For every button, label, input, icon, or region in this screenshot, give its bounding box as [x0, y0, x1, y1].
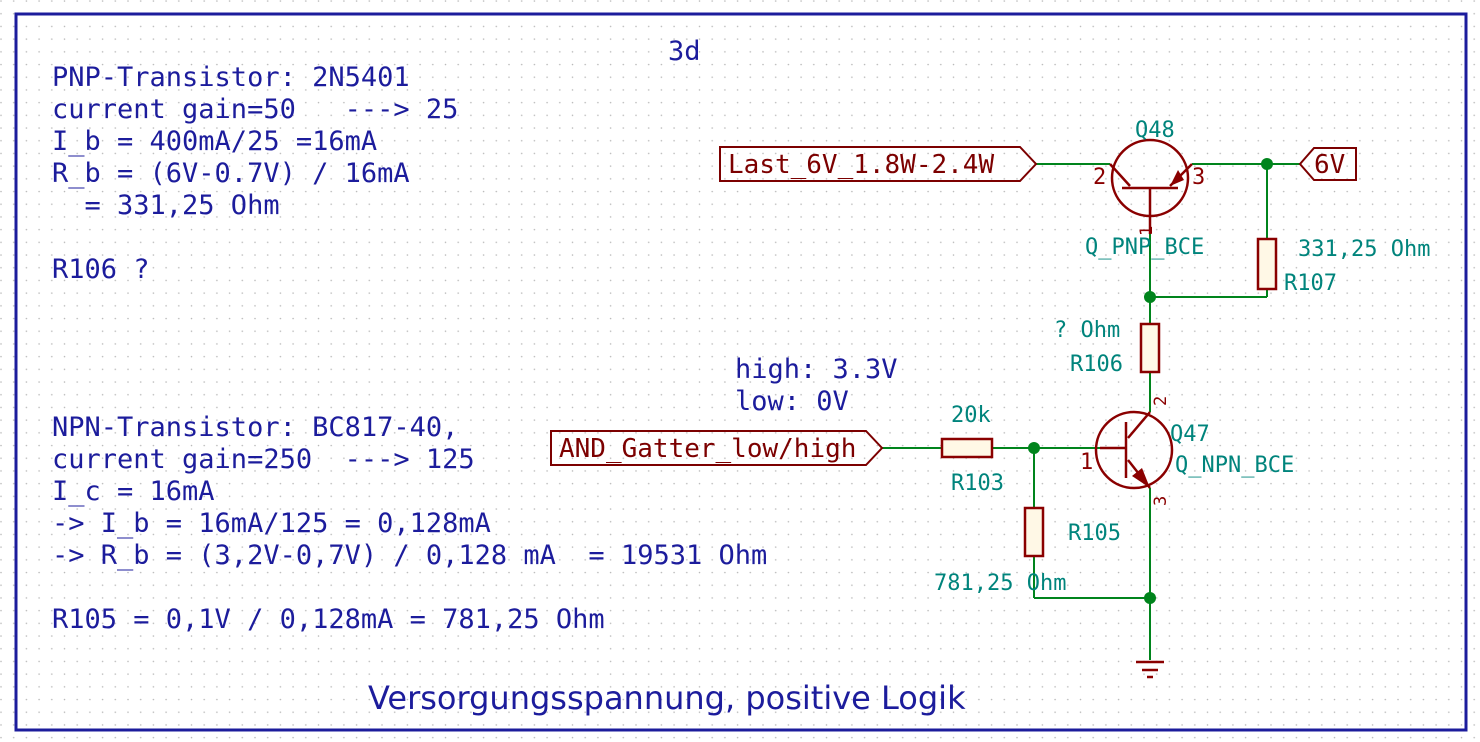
- label-and-gate-text: AND_Gatter_low/high: [559, 434, 856, 464]
- junction-dot: [1028, 442, 1040, 454]
- sheet-title: Versorgungsspannung, positive Logik: [368, 679, 966, 717]
- sheet-id: 3d: [668, 36, 701, 67]
- q47-ref: Q47: [1170, 422, 1210, 447]
- wires: [882, 163, 1300, 660]
- r107-ref: R107: [1284, 271, 1337, 296]
- input-level-notes: high: 3.3V low: 0V: [735, 354, 898, 417]
- note-line: PNP-Transistor: 2N5401: [52, 62, 410, 93]
- q47-pin-c: 2: [1151, 396, 1171, 406]
- q47-arrow: [1132, 468, 1150, 488]
- q48-pin-c: 2: [1093, 165, 1106, 190]
- r103-value: 20k: [951, 403, 991, 428]
- note-line: R105 = 0,1V / 0,128mA = 781,25 Ohm: [52, 604, 605, 635]
- r107-body: [1256, 237, 1278, 291]
- q48-arrow: [1170, 170, 1184, 186]
- resistor-r106[interactable]: ? Ohm R106: [1054, 318, 1161, 377]
- q48-collector-lead: [1109, 163, 1131, 187]
- q47-value: Q_NPN_BCE: [1175, 453, 1294, 478]
- note-line: low: 0V: [735, 386, 849, 417]
- pnp-notes: PNP-Transistor: 2N5401 current gain=50 -…: [52, 62, 458, 285]
- q47-collector-lead: [1127, 411, 1151, 439]
- resistor-r107[interactable]: 331,25 Ohm R107: [1256, 237, 1430, 296]
- q48-ref: Q48: [1135, 118, 1175, 143]
- npn-notes: NPN-Transistor: BC817-40, current gain=2…: [52, 412, 767, 635]
- note-line: I_c = 16mA: [52, 476, 215, 507]
- label-supply[interactable]: 6V: [1298, 147, 1357, 181]
- transistor-q47[interactable]: Q47 Q_NPN_BCE 1 2 3: [1080, 396, 1294, 506]
- r103-ref: R103: [951, 471, 1004, 496]
- junction-dot: [1144, 592, 1156, 604]
- note-line: current gain=250 ---> 125: [52, 444, 475, 475]
- q47-pin-e: 3: [1151, 496, 1171, 506]
- q47-body: [1094, 410, 1174, 490]
- q48-pin-b: 1: [1137, 226, 1157, 236]
- q47-pin-b: 1: [1080, 450, 1093, 475]
- resistor-r105[interactable]: R105 781,25 Ohm: [934, 506, 1121, 596]
- junction-dot: [1261, 158, 1273, 170]
- r105-body: [1023, 506, 1045, 558]
- note-line: = 331,25 Ohm: [52, 190, 280, 221]
- label-and-gate[interactable]: AND_Gatter_low/high: [550, 430, 884, 466]
- note-line: high: 3.3V: [735, 354, 898, 385]
- resistor-r103[interactable]: 20k R103: [940, 403, 1004, 496]
- note-line: R_b = (6V-0.7V) / 16mA: [52, 158, 410, 189]
- transistor-q48[interactable]: Q48 Q_PNP_BCE 2 3 1: [1085, 118, 1205, 260]
- note-line: -> I_b = 16mA/125 = 0,128mA: [52, 508, 491, 539]
- q48-value: Q_PNP_BCE: [1085, 235, 1204, 260]
- label-last[interactable]: Last_6V_1.8W-2.4W: [719, 146, 1038, 182]
- note-line: current gain=50 ---> 25: [52, 94, 458, 125]
- junction-dot: [1144, 291, 1156, 303]
- r106-ref: R106: [1070, 352, 1123, 377]
- label-last-text: Last_6V_1.8W-2.4W: [728, 150, 994, 180]
- r107-value: 331,25 Ohm: [1298, 237, 1430, 262]
- note-line: R106 ?: [52, 254, 150, 285]
- label-supply-text: 6V: [1314, 150, 1345, 180]
- note-line: -> R_b = (3,2V-0,7V) / 0,128 mA = 19531 …: [52, 540, 767, 571]
- note-line: I_b = 400mA/25 =16mA: [52, 126, 377, 157]
- r105-ref: R105: [1068, 521, 1121, 546]
- ground-symbol: [1136, 660, 1164, 679]
- q48-pin-e: 3: [1192, 165, 1205, 190]
- r106-value: ? Ohm: [1054, 318, 1120, 343]
- r105-value: 781,25 Ohm: [934, 571, 1066, 596]
- r106-body: [1139, 322, 1161, 374]
- note-line: NPN-Transistor: BC817-40,: [52, 412, 458, 443]
- r103-body: [940, 437, 994, 459]
- sheet-border: [14, 12, 1468, 732]
